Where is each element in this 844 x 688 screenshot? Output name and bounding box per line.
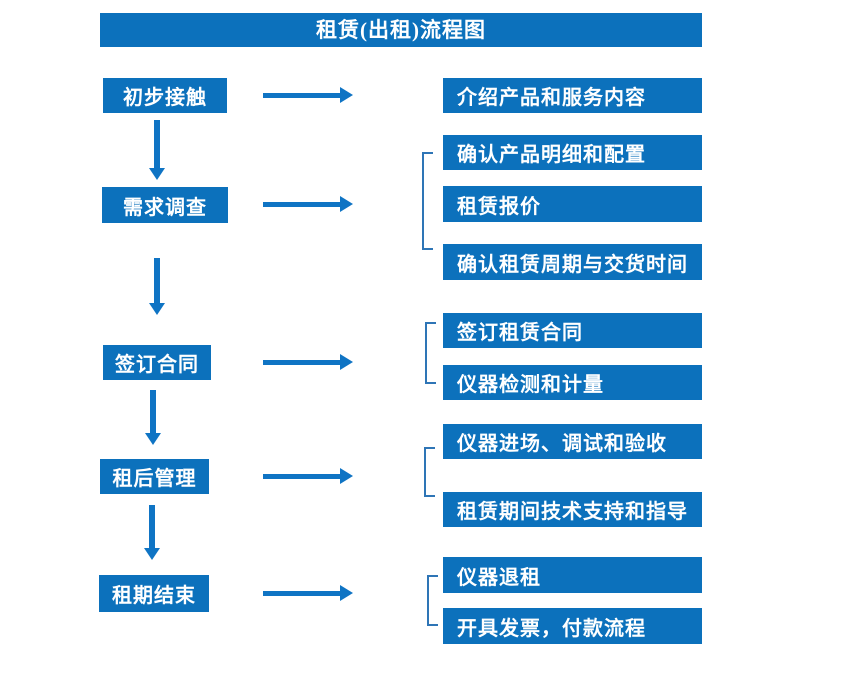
detail-box-instrument-testing-metering: 仪器检测和计量	[443, 365, 702, 400]
detail-box-instrument-setup-acceptance: 仪器进场、调试和验收	[443, 424, 702, 459]
detail-box-introduce-products-services: 介绍产品和服务内容	[443, 78, 702, 113]
down-arrow-connector	[145, 390, 161, 445]
detail-box-instrument-return: 仪器退租	[443, 557, 702, 593]
down-arrow-connector	[149, 120, 165, 180]
detail-box-confirm-product-config: 确认产品明细和配置	[443, 135, 702, 170]
step-box-sign-contract: 签订合同	[103, 345, 211, 380]
detail-box-sign-rental-contract: 签订租赁合同	[443, 313, 702, 348]
group-bracket	[422, 152, 433, 250]
right-arrow-connector	[263, 196, 353, 212]
detail-box-technical-support: 租赁期间技术支持和指导	[443, 492, 702, 527]
page-title: 租赁(出租)流程图	[100, 13, 702, 47]
right-arrow-connector	[263, 354, 353, 370]
group-bracket	[427, 575, 438, 626]
right-arrow-connector	[263, 585, 353, 601]
group-bracket	[424, 447, 435, 497]
right-arrow-connector	[263, 468, 353, 484]
detail-box-invoice-payment: 开具发票，付款流程	[443, 608, 702, 644]
right-arrow-connector	[263, 87, 353, 103]
step-box-post-rental-management: 租后管理	[100, 459, 209, 494]
detail-box-rental-quotation: 租赁报价	[443, 186, 702, 222]
group-bracket	[425, 322, 436, 384]
step-box-rental-end: 租期结束	[99, 575, 209, 612]
down-arrow-connector	[149, 258, 165, 315]
step-box-demand-survey: 需求调查	[102, 187, 228, 223]
step-box-initial-contact: 初步接触	[103, 78, 227, 113]
down-arrow-connector	[144, 505, 160, 560]
detail-box-confirm-period-delivery: 确认租赁周期与交货时间	[443, 244, 702, 280]
